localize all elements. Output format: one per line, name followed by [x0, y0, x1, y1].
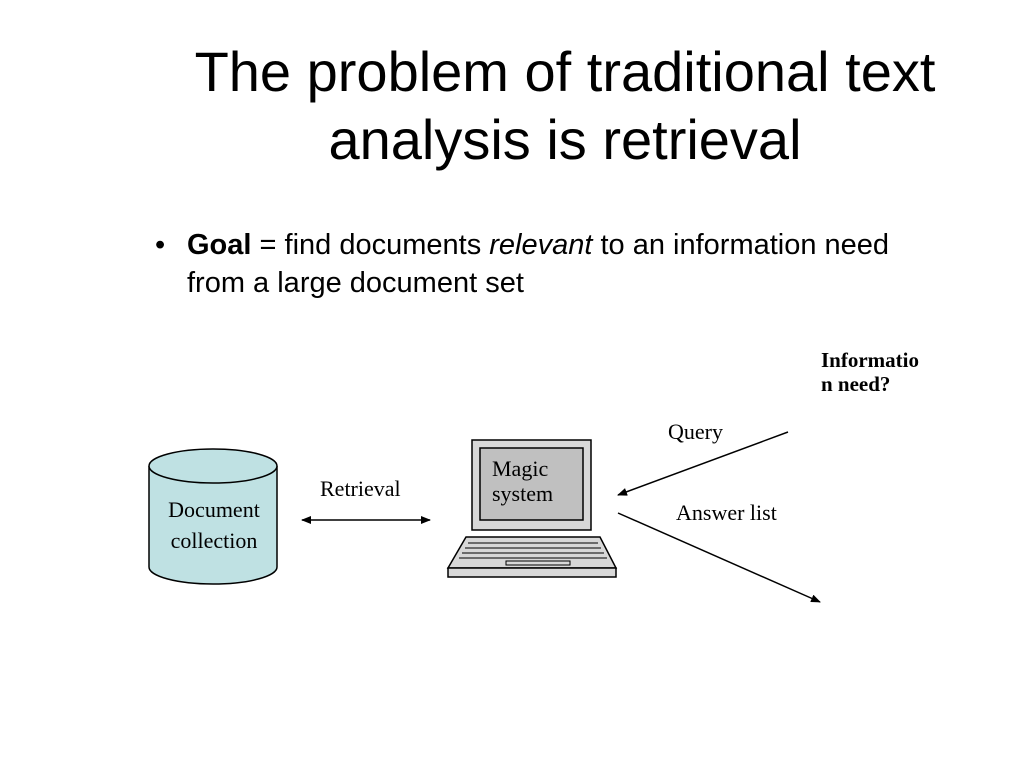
- cylinder-top: [148, 448, 278, 484]
- laptop-base: [447, 567, 617, 578]
- title-line-2: analysis is retrieval: [328, 108, 802, 171]
- answer-list-label: Answer list: [676, 500, 777, 525]
- goal-text-after: to an information need from a large docu…: [187, 229, 890, 299]
- goal-text-before: = find documents: [251, 229, 490, 261]
- query-label: Query: [668, 419, 723, 444]
- magic-system-label: Magic system: [492, 456, 553, 506]
- retrieval-label: Retrieval: [320, 476, 401, 501]
- bullet-marker: •: [155, 229, 166, 261]
- laptop-screen: [479, 447, 584, 521]
- magic-system-line-2: system: [492, 481, 554, 506]
- goal-keyword: Goal: [187, 229, 252, 261]
- document-collection-line-1: Document: [168, 497, 260, 522]
- document-collection-label: Document collection: [150, 494, 278, 556]
- bullet-text: Goal = find documents relevant to an inf…: [187, 226, 947, 302]
- information-need-line-1: Informatio: [821, 348, 919, 372]
- answer-list-arrow: [617, 512, 821, 603]
- information-need-label: Informatio n need?: [821, 348, 919, 396]
- magic-system-line-1: Magic: [492, 456, 549, 481]
- slide-title: The problem of traditional text analysis…: [110, 38, 1020, 174]
- laptop-icon: [446, 439, 618, 578]
- query-arrow: [617, 431, 789, 496]
- laptop-spacebar: [505, 560, 571, 566]
- information-need-line-2: n need?: [821, 372, 891, 396]
- cylinder-body: [148, 466, 278, 585]
- title-line-1: The problem of traditional text: [194, 40, 936, 103]
- document-collection-cylinder-icon: [148, 448, 278, 585]
- document-collection-line-2: collection: [170, 528, 258, 553]
- relevant-emphasis: relevant: [489, 229, 593, 261]
